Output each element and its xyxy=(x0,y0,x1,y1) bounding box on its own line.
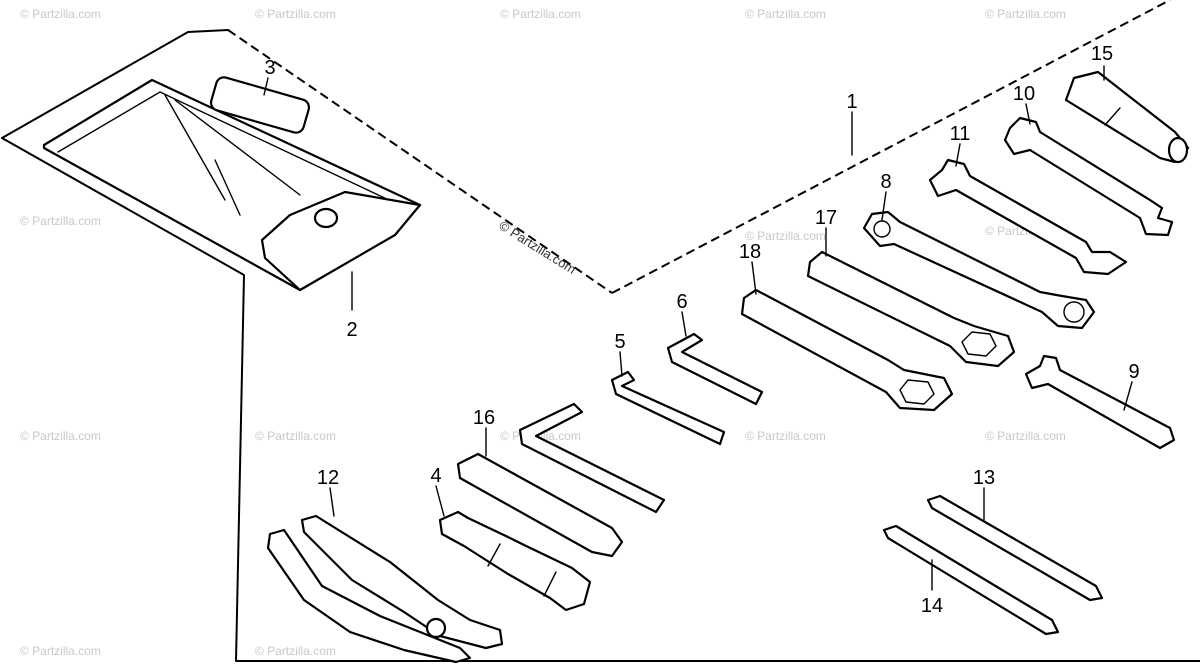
hex-key-large xyxy=(518,402,666,514)
spanner-17-hex xyxy=(961,331,997,357)
tool-bag-flap xyxy=(260,190,422,292)
watermark: © Partzilla.com xyxy=(985,7,1066,21)
callout-9: 9 xyxy=(1128,361,1139,383)
center-watermark: © Partzilla.com xyxy=(496,218,578,277)
hex-key-large-body xyxy=(518,402,666,514)
wrench-9 xyxy=(1024,354,1176,450)
tool-bag-strap xyxy=(209,76,311,134)
spanner-17-body xyxy=(806,250,1016,368)
leader-lines xyxy=(263,65,1133,591)
leader-9 xyxy=(1123,381,1133,411)
watermark: © Partzilla.com xyxy=(20,644,101,658)
watermark: © Partzilla.com xyxy=(20,214,101,228)
leader-10 xyxy=(1025,103,1031,125)
box-wrench-8 xyxy=(862,210,1096,330)
outline-dashed-right xyxy=(611,0,1171,294)
spanner-17 xyxy=(806,250,1016,368)
callout-15: 15 xyxy=(1091,43,1113,65)
outline-frame xyxy=(1,137,1200,662)
spark-plug-wrench-joint xyxy=(487,543,557,597)
callout-17: 17 xyxy=(815,207,837,229)
tool-bag xyxy=(42,76,422,292)
box-wrench-8-ring xyxy=(873,220,891,238)
leader-6 xyxy=(681,311,687,337)
pliers-pivot xyxy=(425,617,447,639)
watermark: © Partzilla.com xyxy=(745,429,826,443)
box-wrench-8-ring xyxy=(1063,301,1085,323)
spark-plug-wrench-body xyxy=(438,510,592,612)
leader-3 xyxy=(263,77,269,96)
callout-13: 13 xyxy=(973,467,995,489)
extension-bar xyxy=(1064,70,1190,164)
callout-18: 18 xyxy=(739,241,761,263)
hex-key-5 xyxy=(610,370,726,446)
watermark: © Partzilla.com xyxy=(500,7,581,21)
pliers xyxy=(266,514,504,664)
flat-bar-16-body xyxy=(456,452,624,558)
callout-12: 12 xyxy=(317,467,339,489)
watermark: © Partzilla.com xyxy=(20,7,101,21)
leader-4 xyxy=(435,485,445,517)
callout-3: 3 xyxy=(264,57,275,79)
callout-4: 4 xyxy=(430,465,441,487)
leader-5 xyxy=(619,351,623,377)
leader-11 xyxy=(955,143,961,167)
wrench-10 xyxy=(1003,116,1174,237)
watermark: © Partzilla.com xyxy=(255,429,336,443)
wrench-9-body xyxy=(1024,354,1176,450)
callout-5: 5 xyxy=(614,331,625,353)
spanner-18 xyxy=(740,288,954,412)
spanner-18-body xyxy=(740,288,954,412)
screwdriver-14-body xyxy=(882,524,1060,636)
spanner-18-hex xyxy=(899,379,935,405)
leader-18 xyxy=(751,261,757,295)
wrench-11-body xyxy=(928,158,1128,276)
watermark: © Partzilla.com xyxy=(20,429,101,443)
outline-dashed-left xyxy=(227,29,613,294)
callout-11: 11 xyxy=(950,123,971,145)
leader-8 xyxy=(881,191,887,221)
extension-bar-step xyxy=(1104,107,1121,126)
tool-bag-lines xyxy=(164,94,301,216)
tool-bag-snap xyxy=(313,207,339,229)
wrench-11 xyxy=(928,158,1128,276)
spark-plug-wrench xyxy=(438,510,592,612)
callout-14: 14 xyxy=(921,595,943,617)
flat-bar-16 xyxy=(456,452,624,558)
hex-key-6 xyxy=(666,332,764,406)
watermark: © Partzilla.com xyxy=(745,229,826,243)
wrench-10-body xyxy=(1003,116,1174,237)
watermark: © Partzilla.com xyxy=(255,644,336,658)
callout-8: 8 xyxy=(880,171,891,193)
callout-16: 16 xyxy=(473,407,495,429)
callout-6: 6 xyxy=(676,291,687,313)
watermark: © Partzilla.com xyxy=(745,7,826,21)
outline-top-left xyxy=(1,29,229,139)
tool-bag-fold xyxy=(57,91,411,211)
leader-12 xyxy=(329,487,335,517)
watermark: © Partzilla.com xyxy=(985,429,1066,443)
box-wrench-8-body xyxy=(862,210,1096,330)
screwdriver-13-body xyxy=(926,494,1104,602)
callout-2: 2 xyxy=(346,319,357,341)
callout-labels: 1 2 3 4 5 6 8 9 10 11 12 13 14 15 16 17 … xyxy=(264,43,1139,617)
pliers-handle-upper xyxy=(300,514,504,650)
watermark: © Partzilla.com xyxy=(255,7,336,21)
extension-bar-end xyxy=(1167,136,1189,164)
pliers-handle-lower xyxy=(266,528,472,664)
screwdriver-14 xyxy=(882,524,1060,636)
callout-1: 1 xyxy=(846,91,857,113)
hex-key-5-body xyxy=(610,370,726,446)
screwdriver-13 xyxy=(926,494,1104,602)
callout-10: 10 xyxy=(1013,83,1035,105)
hex-key-6-body xyxy=(666,332,764,406)
